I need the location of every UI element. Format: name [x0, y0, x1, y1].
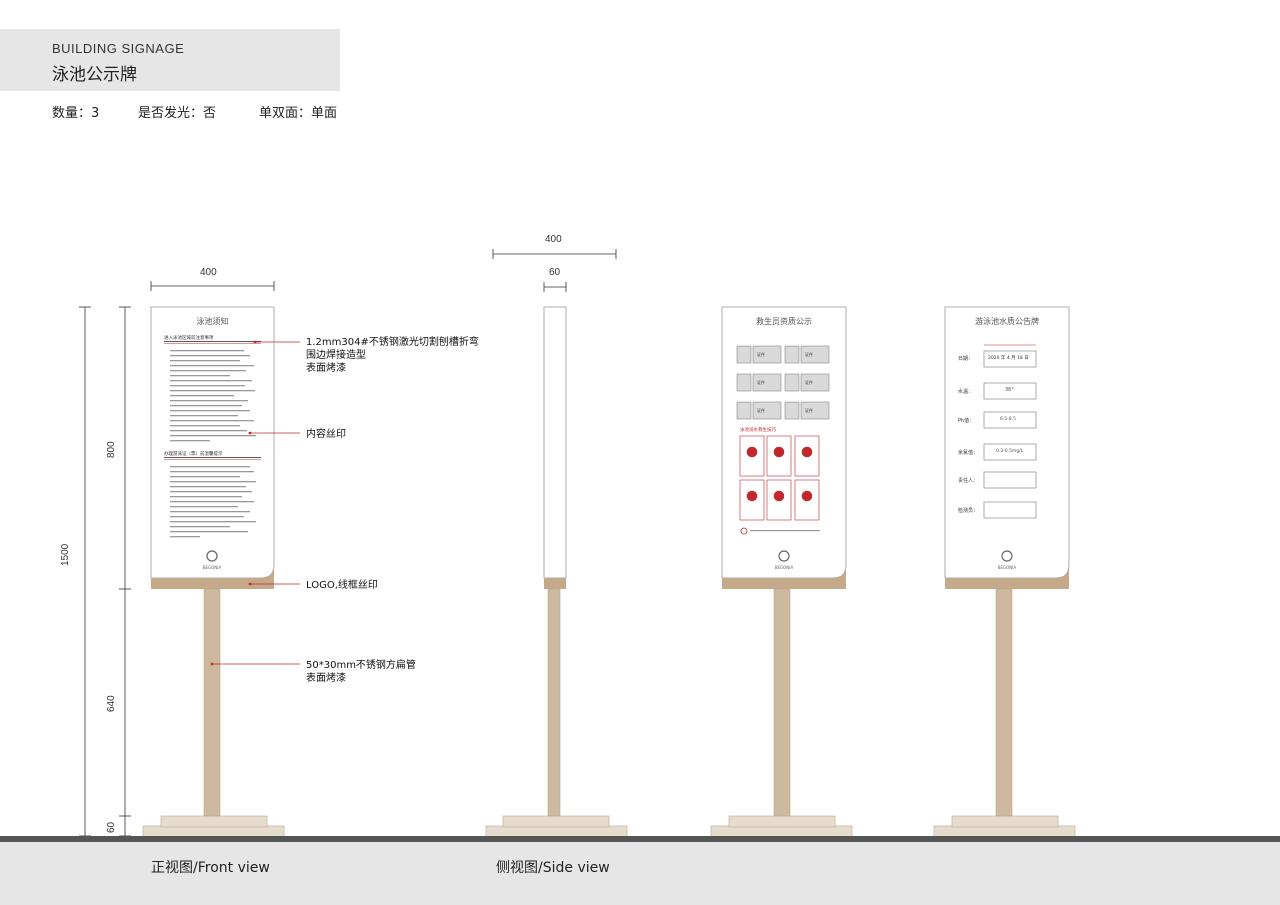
- note-post-line1: 50*30mm不锈钢方扁管: [306, 660, 416, 671]
- spec-illuminated: 是否发光：否: [138, 106, 217, 121]
- begonia-logo-icon: [1001, 550, 1013, 562]
- sign-water-quality: BEGONIA: [933, 306, 1076, 838]
- vertical-dimension-lines: [79, 306, 131, 837]
- side-view-label: 侧视图/Side view: [496, 860, 610, 876]
- begonia-logo-icon: [206, 550, 218, 562]
- dim-side-width: 400: [545, 234, 562, 245]
- spec-sides: 单双面：单面: [259, 106, 338, 121]
- footer-band: [0, 842, 1280, 905]
- pool-rules-section1: 进入泳池区域前注意事项: [164, 336, 214, 341]
- annotation-dots: [210, 340, 257, 666]
- dim-front-width: 400: [200, 267, 217, 278]
- header-subtitle: BUILDING SIGNAGE: [52, 41, 185, 56]
- dim-side-depth: 60: [549, 267, 561, 278]
- sign-front-view: BEGONIA: [142, 306, 285, 838]
- note-panel-material-line3: 表面烤漆: [306, 363, 346, 374]
- water-quality-boxes: [983, 350, 1037, 519]
- logo-text: BEGONIA: [775, 565, 794, 570]
- front-view-label: 正视图/Front view: [151, 860, 270, 876]
- note-panel-material-line2: 围边焊接造型: [306, 350, 366, 361]
- ground-line: [0, 836, 1280, 842]
- annotation-leaders: [212, 341, 300, 665]
- wq-value-temp: 36°: [1005, 387, 1014, 393]
- note-post-material: 50*30mm不锈钢方扁管 表面烤漆: [306, 659, 416, 685]
- pool-rules-content: [164, 341, 261, 538]
- lifeguard-section: 泳池溺水救生技巧: [740, 428, 776, 433]
- wq-label-chlorine: 余氯值：: [958, 450, 979, 456]
- note-panel-material-line1: 1.2mm304#不锈钢激光切割刨槽折弯: [306, 337, 479, 348]
- sign-side-view: [485, 306, 628, 838]
- pool-rules-title: 泳池须知: [196, 317, 229, 326]
- lifeguard-photo-label: 证件: [757, 408, 765, 413]
- rescue-illustrations: [739, 435, 820, 521]
- lifeguard-photo-label: 证件: [805, 408, 813, 413]
- wq-label-date: 日期：: [958, 356, 974, 362]
- sign-lifeguard: BEGONIA: [710, 306, 853, 838]
- wq-label-inspector: 检测员：: [958, 508, 979, 514]
- lifeguard-photo-label: 证件: [757, 352, 765, 357]
- note-logo-print: LOGO,线框丝印: [306, 580, 378, 591]
- wq-value-ph: 6.5-8.5: [1000, 417, 1016, 422]
- wq-label-temp: 水温：: [958, 389, 974, 395]
- begonia-logo-icon: [778, 550, 790, 562]
- note-panel-material: 1.2mm304#不锈钢激光切割刨槽折弯 围边焊接造型 表面烤漆: [306, 336, 479, 375]
- spec-quantity: 数量：3: [52, 106, 100, 121]
- pool-rules-section2: 办理游泳证（票）前温馨提示: [164, 452, 223, 457]
- lifeguard-photo-label: 证件: [757, 380, 765, 385]
- dim-post-height: 640: [106, 695, 117, 712]
- credential-photos: [736, 345, 830, 420]
- wq-value-date: 2020 年 4 月 18 日: [988, 356, 1029, 361]
- lifeguard-title: 救生员资质公示: [756, 317, 812, 326]
- dim-base-height: 60: [106, 821, 117, 833]
- header-panel: [0, 29, 340, 91]
- lifeguard-photo-label: 证件: [805, 380, 813, 385]
- horizontal-dimension-lines: [150, 249, 617, 292]
- logo-text: BEGONIA: [998, 565, 1017, 570]
- water-quality-title: 游泳池水质公告牌: [975, 317, 1039, 326]
- dim-panel-height: 800: [106, 441, 117, 458]
- note-content-print: 内容丝印: [306, 429, 346, 440]
- dim-total-height: 1500: [60, 543, 71, 566]
- logo-text: BEGONIA: [203, 565, 222, 570]
- lifeguard-photo-label: 证件: [805, 352, 813, 357]
- note-post-line2: 表面烤漆: [306, 673, 346, 684]
- wq-label-responsible: 责任人：: [958, 478, 979, 484]
- header-title: 泳池公示牌: [52, 65, 137, 85]
- wq-value-chlorine: 0.3-0.5mg/L: [996, 449, 1024, 454]
- warning-icon: [740, 527, 748, 535]
- wq-label-ph: Ph值：: [958, 418, 975, 424]
